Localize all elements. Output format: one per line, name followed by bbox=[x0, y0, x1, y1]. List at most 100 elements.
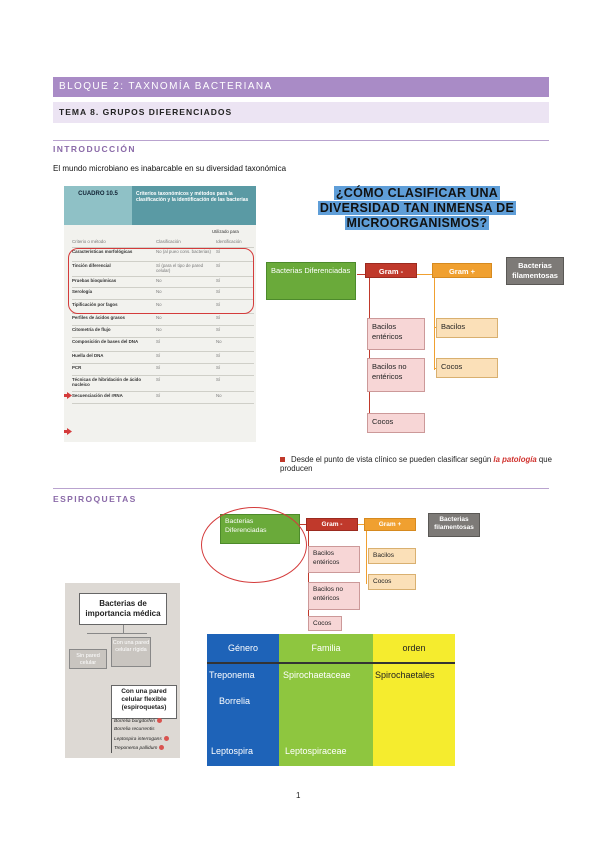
row-clasificacion: Sí bbox=[156, 353, 161, 358]
bullet-text-emphasis: la patología bbox=[493, 455, 537, 464]
espiro-title: ESPIROQUETAS bbox=[53, 494, 137, 504]
row-identificacion: Sí bbox=[216, 289, 221, 294]
species-name: Leptospira interrogans bbox=[114, 736, 162, 742]
genus-table: Género Familia orden Treponema Borrelia … bbox=[207, 634, 455, 766]
row-criterio: Huella del DNA bbox=[72, 353, 104, 358]
cuadro-used-row: Utilizado para bbox=[72, 228, 254, 237]
connector bbox=[123, 625, 125, 633]
row-identificacion: Sí bbox=[216, 377, 221, 382]
bacilos-entericos-box: Bacilos entéricos bbox=[367, 318, 425, 350]
row-criterio: Tipificación por fagos bbox=[72, 302, 118, 307]
connector bbox=[356, 524, 366, 526]
connector bbox=[87, 633, 147, 635]
intro-text: El mundo microbiano es inabarcable en su… bbox=[53, 164, 287, 173]
cuadro-highlight bbox=[68, 248, 254, 314]
cuadro-row: Huella del DNA Sí Sí bbox=[72, 352, 254, 364]
cuadro-row: Serología No Sí bbox=[72, 288, 254, 300]
row-identificacion: Sí bbox=[216, 302, 221, 307]
row-criterio: Tinción diferencial bbox=[72, 263, 111, 268]
bact-filamentosas-box: Bacterias filamentosas bbox=[506, 257, 564, 285]
slide-question: ¿CÓMO CLASIFICAR UNA DIVERSIDAD TAN INME… bbox=[292, 186, 542, 231]
row-clasificacion: Sí bbox=[156, 339, 161, 344]
row-clasificacion: No bbox=[156, 278, 162, 283]
species-name: Treponema pallidum bbox=[114, 745, 158, 751]
cuadro-col-headers: Criterio o método Clasificación Identifi… bbox=[72, 238, 254, 248]
connector bbox=[412, 274, 434, 276]
row-clasificacion: No bbox=[156, 289, 162, 294]
row-identificacion: Sí bbox=[216, 315, 221, 320]
cuadro-row: Características morfológicas No (al pueo … bbox=[72, 248, 254, 262]
row-clasificacion: Sí (para el tipo de pared celular) bbox=[156, 263, 204, 273]
cuadro-used-for: Utilizado para bbox=[212, 229, 239, 234]
genus-borrelia: Borrelia bbox=[219, 696, 251, 706]
genus-leptospira: Leptospira bbox=[211, 746, 254, 756]
row-criterio: Composición de bases del DNA bbox=[72, 339, 139, 344]
row-criterio: Pruebas bioquímicas bbox=[72, 278, 117, 283]
row-criterio: Características morfológicas bbox=[72, 249, 133, 254]
row-criterio: Perfiles de ácidos grasos bbox=[72, 315, 125, 320]
gram-pos-box: Gram + bbox=[364, 518, 416, 531]
order-col-bg bbox=[373, 634, 455, 766]
bfig-sin-pared: Sin pared celular bbox=[69, 649, 107, 669]
row-clasificacion: No (al pueo cons. bacterias) bbox=[156, 249, 211, 254]
row-criterio: Técnicas de hibridación de ácido nucleic… bbox=[72, 377, 142, 387]
bfig-root: Bacterias de importancia médica bbox=[79, 593, 167, 625]
intro-divider bbox=[53, 140, 549, 141]
row-clasificacion: No bbox=[156, 327, 162, 332]
bacilos-no-entericos-box: Bacilos no entéricos bbox=[367, 358, 425, 392]
tema-header: TEMA 8. GRUPOS DIFERENCIADOS bbox=[53, 102, 549, 123]
arrow-icon bbox=[64, 428, 72, 435]
bact-filamentosas-box: Bacterias filamentosas bbox=[428, 513, 480, 537]
warning-icon bbox=[163, 736, 169, 741]
connector bbox=[357, 274, 367, 276]
cuadro-header: CUADRO 10.5 Criterios taxonómicos y méto… bbox=[64, 186, 256, 225]
bullet-text-post: que producen bbox=[280, 455, 552, 473]
cocos-pos-box: Cocos bbox=[368, 574, 416, 590]
header-orden: orden bbox=[402, 643, 426, 653]
bfig-pared-flexible: Con una pared celular flexible (espiroqu… bbox=[111, 685, 177, 719]
question-line-1: ¿CÓMO CLASIFICAR UNA bbox=[333, 186, 501, 200]
bloque-header: BLOQUE 2: TAXNOMÍA BACTERIANA bbox=[53, 77, 549, 97]
row-clasificacion: Sí bbox=[156, 377, 161, 382]
espiro-divider bbox=[53, 488, 549, 489]
row-criterio: Secuenciación del rRNA bbox=[72, 393, 123, 398]
genus-treponema: Treponema bbox=[209, 670, 255, 680]
connector bbox=[300, 524, 308, 526]
bacilos-no-entericos-box: Bacilos no entéricos bbox=[308, 582, 360, 610]
cuadro-code: CUADRO 10.5 bbox=[64, 186, 132, 225]
connector bbox=[308, 530, 310, 630]
gram-pos-box: Gram + bbox=[432, 263, 492, 278]
cocos-neg-box: Cocos bbox=[367, 413, 425, 433]
species-item: Borrelia recurrentis bbox=[114, 727, 155, 732]
warning-icon bbox=[157, 718, 163, 723]
row-criterio: PCR bbox=[72, 365, 82, 370]
cocos-pos-box: Cocos bbox=[436, 358, 498, 378]
col-criterio: Criterio o método bbox=[72, 239, 106, 244]
bullet-text-pre: Desde el punto de vista clínico se puede… bbox=[291, 455, 494, 464]
row-identificacion: Sí bbox=[216, 353, 221, 358]
row-criterio: Citometría de flujo bbox=[72, 327, 111, 332]
species-name: Borrelia burgdorferi bbox=[114, 718, 156, 724]
row-clasificacion: Sí bbox=[156, 393, 161, 398]
question-line-2: DIVERSIDAD TAN INMENSA DE bbox=[317, 201, 517, 215]
col-clasificacion: Clasificación bbox=[156, 239, 181, 244]
bullet-square-icon bbox=[280, 457, 285, 463]
intro-title: INTRODUCCIÓN bbox=[53, 144, 136, 154]
species-item: Borrelia burgdorferi bbox=[114, 718, 163, 724]
species-item: Treponema pallidum bbox=[114, 745, 165, 751]
highlight-circle bbox=[201, 507, 307, 583]
row-identificacion: Sí bbox=[216, 263, 221, 268]
genus-col-bg bbox=[207, 634, 279, 766]
cuadro-figure: CUADRO 10.5 Criterios taxonómicos y méto… bbox=[64, 186, 256, 442]
cuadro-row: Tinción diferencial Sí (para el tipo de p… bbox=[72, 262, 254, 277]
row-clasificacion: No bbox=[156, 302, 162, 307]
row-criterio: Serología bbox=[72, 289, 93, 294]
cuadro-row: Técnicas de hibridación de ácido nucleic… bbox=[72, 376, 254, 392]
connector bbox=[434, 278, 436, 370]
connector bbox=[366, 530, 368, 584]
question-line-3: MICROORGANISMOS? bbox=[344, 216, 490, 230]
